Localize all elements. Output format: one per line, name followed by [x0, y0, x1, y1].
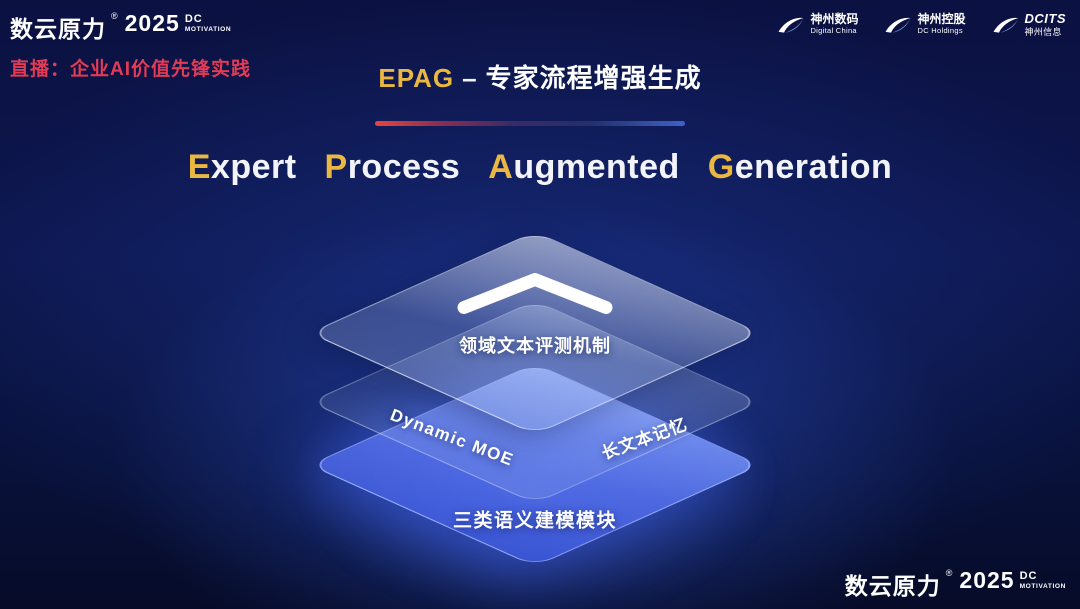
title-underline-gradient — [375, 121, 685, 126]
top-layer-label: 领域文本评测机制 — [459, 336, 611, 356]
brand-motivation: MOTIVATION — [1019, 583, 1066, 590]
bottom-layer-label: 三类语义建模模块 — [452, 510, 618, 532]
title-word: eneration — [734, 148, 893, 186]
page-title: Expert Process Augmented Generation — [0, 148, 1080, 187]
title-initial: G — [707, 148, 735, 186]
live-stream-label: 直播：企业AI价值先锋实践 — [10, 59, 252, 80]
dc-holdings-swoosh-icon — [886, 17, 911, 33]
brand-dc: DC — [184, 13, 203, 25]
dcits-swoosh-icon — [993, 17, 1018, 33]
brand-year: 2025 — [959, 567, 1015, 593]
registered-mark: ® — [945, 568, 953, 578]
title-initial: P — [324, 148, 348, 186]
title-word: ugmented — [513, 148, 680, 186]
epag-cn-title: 专家流程增强生成 — [485, 63, 702, 93]
logo-name: 神州数码 — [810, 12, 859, 27]
digital-china-swoosh-icon — [779, 17, 804, 33]
brand-dc: DC — [1019, 570, 1038, 582]
epag-abbr: EPAG — [378, 63, 455, 93]
dc-holdings-logo: 神州控股 DC Holdings — [884, 12, 966, 36]
brand-motivation: MOTIVATION — [184, 26, 232, 33]
title-word: rocess — [347, 148, 461, 186]
logo-subname: Digital China — [810, 26, 857, 36]
brand-logo-top: 数云原力 ® 2025 DC MOTIVATION — [10, 10, 231, 44]
brand-cn-text: 数云原力 — [844, 573, 941, 599]
chevron-up-icon — [450, 270, 620, 323]
logo-name: DCITS — [1024, 11, 1066, 26]
brand-subtext: DC MOTIVATION — [185, 14, 231, 34]
logo-name: 神州控股 — [917, 12, 966, 27]
dcits-logo: DCITS 神州信息 — [992, 11, 1067, 37]
title-word: xpert — [210, 148, 297, 186]
brand-year: 2025 — [124, 10, 180, 36]
brand-subtext: DC MOTIVATION — [1020, 571, 1066, 591]
epag-heading: EPAG–专家流程增强生成 — [0, 58, 1080, 95]
logo-subname: DC Holdings — [917, 26, 963, 36]
title-initial: A — [488, 148, 514, 186]
registered-mark: ® — [111, 11, 118, 21]
corporate-logos: 神州数码 Digital China 神州控股 DC Holdings DCIT… — [777, 11, 1067, 37]
brand-cn-text: 数云原力 — [10, 16, 106, 42]
brand-logo-bottom: 数云原力 ® 2025 DC MOTIVATION — [845, 567, 1066, 601]
logo-subname: 神州信息 — [1024, 26, 1062, 37]
title-initial: E — [187, 148, 211, 186]
digital-china-logo: 神州数码 Digital China — [777, 13, 858, 35]
epag-dash: – — [462, 63, 478, 93]
